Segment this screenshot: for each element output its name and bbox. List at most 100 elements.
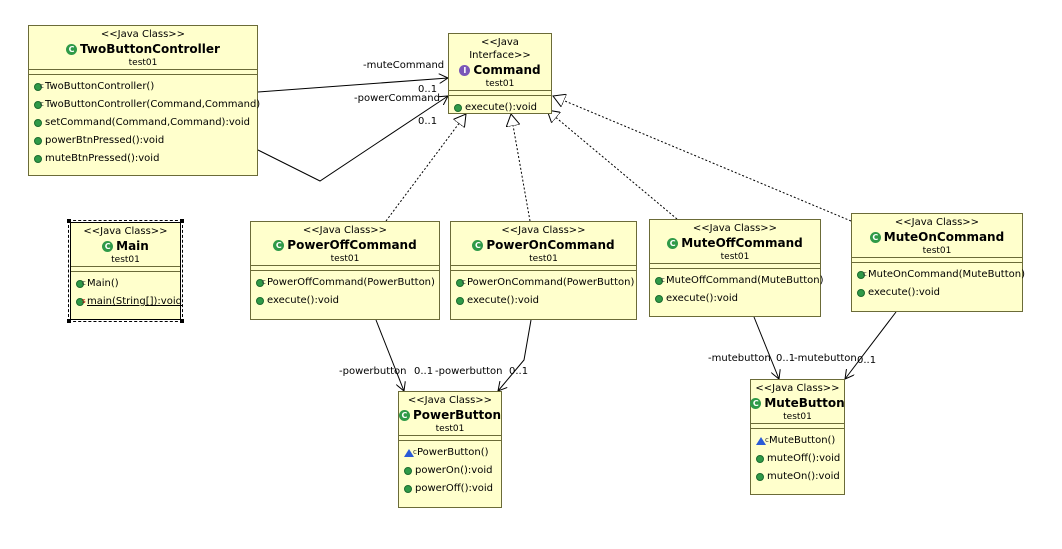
class-icon: C [273,239,285,251]
resize-handle[interactable] [180,219,184,223]
poweroff-role-label: -powerbutton [339,366,407,377]
operation-item[interactable]: TwoButtonController(Command,Command) [29,95,261,114]
operation-item[interactable]: execute():void [451,292,636,310]
poweron-role-label: -powerbutton [435,366,503,377]
class-name: PowerOnCommand [486,238,615,252]
stereotype-label: <<Java Class>> [302,225,388,236]
operation-item[interactable]: powerOff():void [399,480,501,498]
operation-label: Main() [87,278,119,289]
operation-item[interactable]: muteOn():void [751,468,844,486]
resize-handle[interactable] [67,219,71,223]
operation-item[interactable]: execute():void [449,99,551,117]
operations-compartment: MuteOffCommand(MuteButton) execute():voi… [650,268,824,308]
operation-item[interactable]: TwoButtonController() [29,77,257,96]
resize-handle[interactable] [180,319,184,323]
class-name: MuteButton [764,396,845,410]
stereotype-label: <<Java Class>> [501,225,586,236]
package-constructor-icon [404,443,417,461]
operation-item[interactable]: muteOff():void [751,450,844,468]
operations-compartment: TwoButtonController() TwoButtonControlle… [29,74,261,168]
class-name: PowerOffCommand [287,238,417,252]
muteon-multiplicity: 0..1 [857,355,877,366]
operation-item[interactable]: PowerOnCommand(PowerButton) [451,273,636,292]
operation-label: TwoButtonController() [45,81,155,92]
operation-label: PowerOffCommand(PowerButton) [267,277,435,288]
realization-poweroff-command[interactable] [385,114,466,222]
mutecommand-role-label: -muteCommand [363,60,445,71]
public-method-icon [456,297,464,305]
operation-item[interactable]: execute():void [852,284,1022,302]
operation-label: PowerButton() [417,447,489,458]
operation-item[interactable]: MuteOnCommand(MuteButton) [852,265,1025,284]
operation-item[interactable]: main(String[]):void [71,292,182,311]
package-label: test01 [720,252,750,262]
class-icon: C [102,240,114,252]
operation-label: main(String[]):void [87,296,182,307]
resize-handle[interactable] [67,319,71,323]
operation-item[interactable]: Main() [71,274,180,293]
association-muteon-mutebutton[interactable] [845,311,897,379]
operation-item[interactable]: MuteButton() [751,431,844,450]
association-muteoff-mutebutton[interactable] [753,316,779,379]
association-poweroff-powerbutton[interactable] [375,319,404,391]
package-label: test01 [128,58,158,68]
operation-item[interactable]: powerBtnPressed():void [29,132,257,150]
operation-item[interactable]: MuteOffCommand(MuteButton) [650,271,824,290]
public-method-icon [454,104,462,112]
class-name: Main [116,239,149,253]
operations-compartment: PowerButton() powerOn():void powerOff():… [399,440,501,498]
package-label: test01 [485,79,515,89]
operations-compartment: PowerOnCommand(PowerButton) execute():vo… [451,270,636,310]
constructor-icon [34,95,44,113]
constructor-icon [76,274,86,292]
interface-name: Command [473,63,541,77]
operation-label: TwoButtonController(Command,Command) [45,99,261,110]
operation-label: setCommand(Command,Command):void [45,117,250,128]
operations-compartment: Main() main(String[]):void [71,271,182,311]
operation-label: MuteOffCommand(MuteButton) [666,275,824,286]
realization-muteoff-command[interactable] [547,110,678,220]
public-method-icon [256,297,264,305]
operation-item[interactable]: powerOn():void [399,462,501,480]
realization-poweron-command[interactable] [511,114,531,222]
operation-item[interactable]: PowerButton() [399,443,501,462]
constructor-icon [34,77,44,95]
association-poweron-powerbutton[interactable] [498,319,532,391]
package-label: test01 [922,246,952,256]
operations-compartment: MuteButton() muteOff():void muteOn():voi… [751,428,844,486]
operation-item[interactable]: execute():void [650,290,820,308]
attributes-compartment [251,265,439,270]
powercommand-role-label: -powerCommand [354,93,440,104]
operations-compartment: MuteOnCommand(MuteButton) execute():void [852,262,1025,302]
public-method-icon [857,289,865,297]
public-method-icon [655,295,663,303]
package-label: test01 [111,255,140,265]
interface-icon: I [459,64,471,76]
package-label: test01 [529,254,558,264]
attributes-compartment [71,266,180,271]
class-name: PowerButton [412,408,502,422]
public-method-icon [34,155,42,163]
operation-item[interactable]: muteBtnPressed():void [29,150,257,168]
attributes-compartment [852,257,1022,262]
operation-item[interactable]: PowerOffCommand(PowerButton) [251,273,439,292]
realization-muteon-command[interactable] [553,96,852,222]
operation-label: execute():void [267,295,339,306]
package-label: test01 [435,424,465,434]
operation-item[interactable]: execute():void [251,292,439,310]
association-powercommand[interactable] [257,96,448,182]
muteon-role-label: -mutebutton [794,353,857,364]
package-constructor-icon [756,431,769,449]
attributes-compartment [29,69,257,74]
operation-item[interactable]: setCommand(Command,Command):void [29,114,257,132]
public-method-icon [404,467,412,475]
